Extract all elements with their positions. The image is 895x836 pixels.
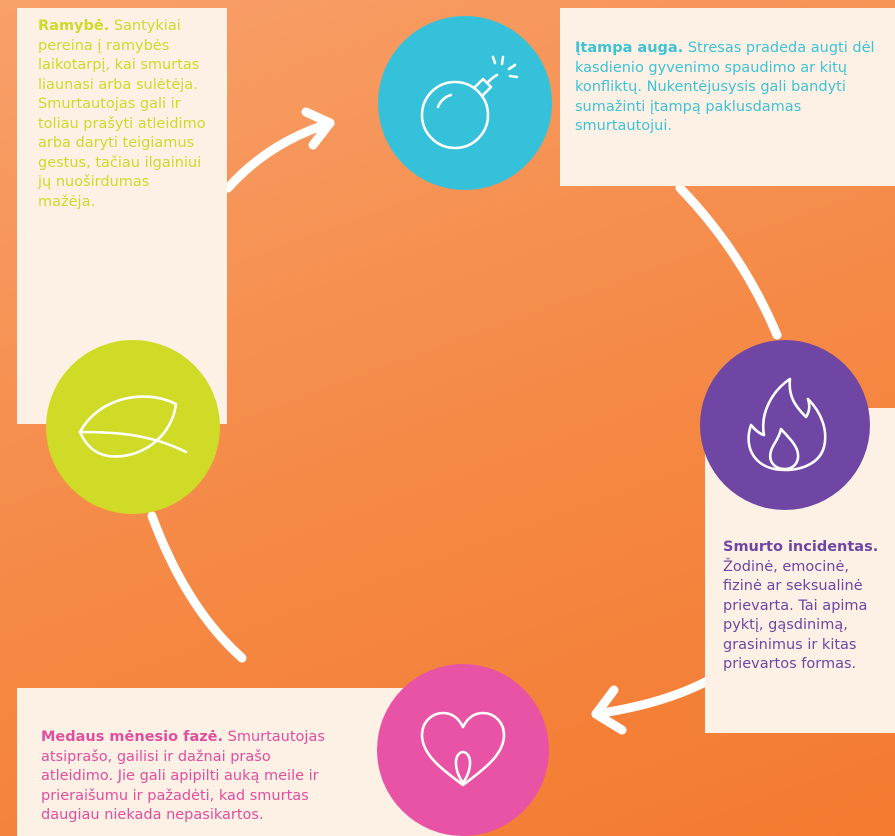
arrowhead-honeymoon (591, 685, 627, 735)
tension-circle (378, 16, 552, 190)
arc-honeymoon-to-calm (147, 511, 247, 663)
tension-stage-text: Stresas pradeda augti dėl kasdienio gyve… (575, 40, 875, 134)
calm-stage-box: Ramybė. Santykiai pereina į ramybės laik… (17, 8, 227, 424)
calm-stage-title: Ramybė. (38, 18, 110, 34)
incident-stage-title: Smurto incidentas. (723, 539, 879, 555)
calm-circle (46, 340, 220, 514)
arc-tension-to-incident (675, 183, 782, 340)
heart-icon (420, 711, 506, 787)
calm-stage-text: Santykiai pereina į ramybės laikotarpį, … (38, 18, 206, 210)
bomb-icon (420, 55, 519, 150)
arrowhead-tension (301, 107, 335, 150)
incident-circle (700, 340, 870, 510)
honeymoon-stage-title: Medaus mėnesio fazė. (41, 729, 224, 745)
arc-calm-to-tension (223, 118, 335, 193)
incident-stage-text: Žodinė, emocinė, fizinė ar seksualinė pr… (723, 558, 868, 673)
honeymoon-circle (377, 664, 549, 836)
leaf-icon (78, 395, 188, 458)
fire-icon (747, 377, 827, 472)
honeymoon-stage-text: Smurtautojas atsiprašo, gailisi ir dažna… (41, 729, 325, 823)
tension-stage-box: Įtampa auga. Stresas pradeda augti dėl k… (560, 8, 895, 186)
tension-stage-title: Įtampa auga. (575, 40, 684, 56)
